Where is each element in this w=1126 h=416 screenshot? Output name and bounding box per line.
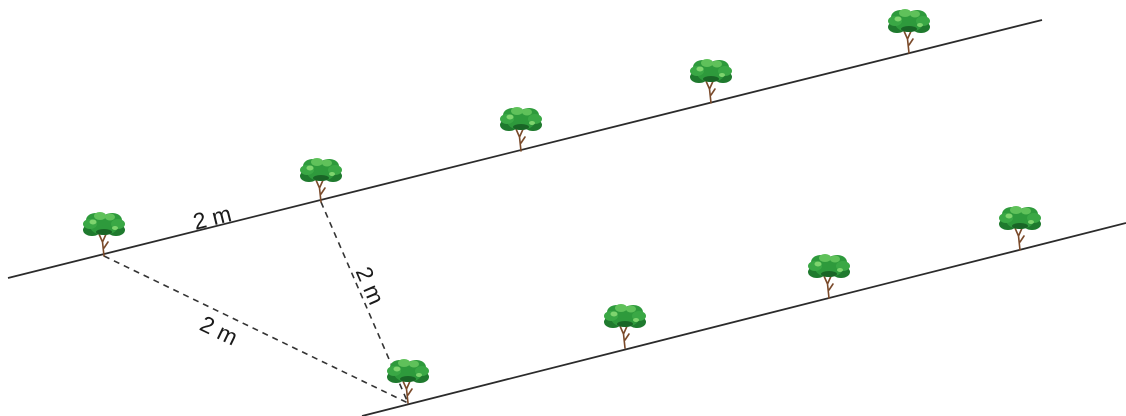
dashed-top-to-bottom xyxy=(320,201,409,404)
tree-icon xyxy=(807,253,851,299)
tree-icon xyxy=(998,205,1042,251)
tree-icon xyxy=(689,58,733,104)
tree-icon xyxy=(499,106,543,152)
label-top-2m: 2 m xyxy=(190,200,233,235)
tree-icon xyxy=(603,303,647,349)
dashed-left-to-bottom xyxy=(103,255,409,404)
label-right-2m: 2 m xyxy=(351,263,390,309)
tree-icon xyxy=(82,211,126,257)
top-row-line xyxy=(7,19,1043,279)
label-left-2m: 2 m xyxy=(196,310,242,350)
tree-icon xyxy=(887,8,931,54)
bottom-row-line xyxy=(361,222,1126,416)
